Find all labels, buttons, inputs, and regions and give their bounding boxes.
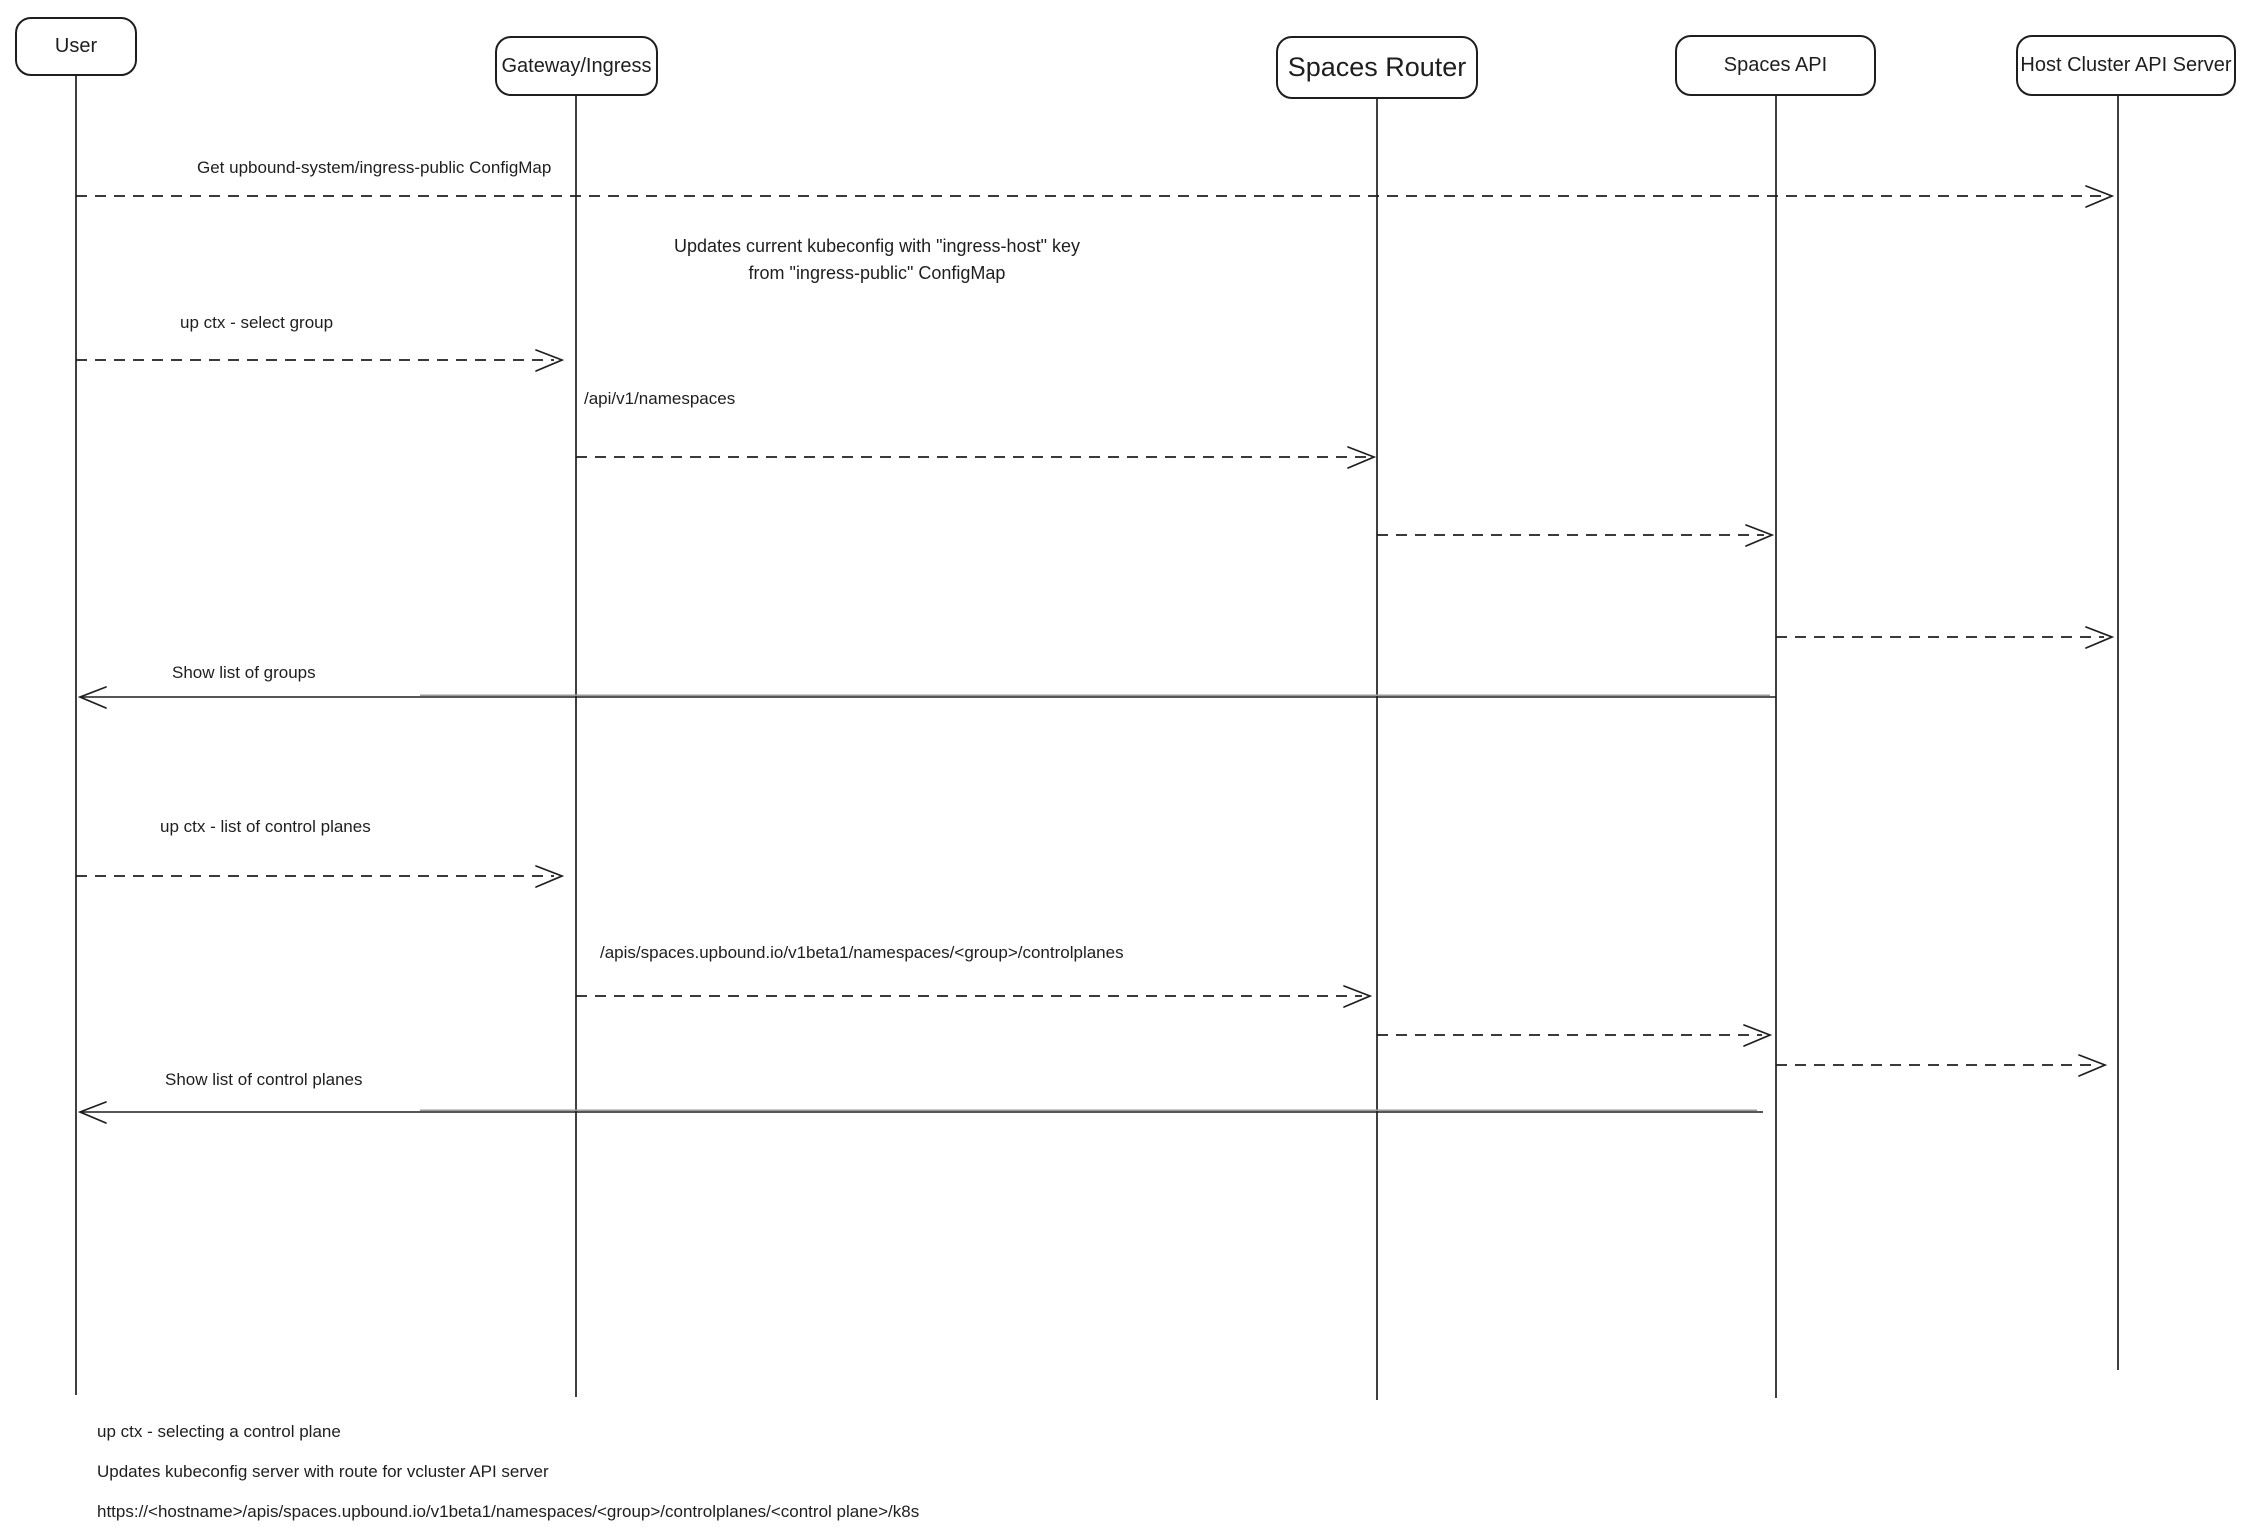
- arrowhead-show-list-of-groups: [77, 686, 107, 709]
- arrowhead-show-list-of-control-planes: [77, 1101, 107, 1124]
- arrowhead-up-ctx-list-of-control-planes: [535, 865, 565, 888]
- arrowhead-router-to-api-groups: [1745, 524, 1775, 547]
- arrowhead-apis-spaces-controlplanes: [1343, 985, 1373, 1008]
- arrowhead-up-ctx-select-group: [535, 349, 565, 372]
- note-line: from "ingress-public" ConfigMap: [748, 263, 1006, 283]
- actor-box-spaces-api: Spaces API: [1675, 35, 1876, 96]
- actor-label-host-cluster-api-server: Host Cluster API Server: [2020, 54, 2232, 76]
- message-label-show-list-of-groups: Show list of groups: [172, 663, 316, 682]
- arrowhead-api-to-host-groups: [2085, 626, 2115, 649]
- footer-note-updates-kubeconfig-route: Updates kubeconfig server with route for…: [97, 1462, 549, 1481]
- message-label-get-ingress-public-configmap: Get upbound-system/ingress-public Config…: [197, 158, 552, 177]
- actor-box-host-cluster-api-server: Host Cluster API Server: [2016, 35, 2236, 96]
- message-label-up-ctx-list-of-control-planes: up ctx - list of control planes: [160, 817, 371, 836]
- actor-box-gateway-ingress: Gateway/Ingress: [495, 36, 658, 96]
- actor-label-user: User: [54, 35, 98, 57]
- actor-label-gateway-ingress: Gateway/Ingress: [501, 54, 652, 77]
- arrowhead-router-to-api-controlplanes: [1743, 1024, 1773, 1047]
- note-line: Updates current kubeconfig with "ingress…: [674, 236, 1080, 256]
- message-label-apis-spaces-controlplanes: /apis/spaces.upbound.io/v1beta1/namespac…: [600, 943, 1124, 962]
- message-label-up-ctx-select-group: up ctx - select group: [180, 313, 334, 332]
- arrowhead-api-to-host-controlplanes: [2078, 1054, 2108, 1077]
- arrowhead-api-v1-namespaces: [1347, 446, 1377, 469]
- message-label-api-v1-namespaces: /api/v1/namespaces: [584, 389, 736, 408]
- actor-box-user: User: [15, 17, 137, 76]
- actor-label-spaces-router: Spaces Router: [1287, 52, 1467, 82]
- footer-note-selecting-control-plane: up ctx - selecting a control plane: [97, 1422, 341, 1441]
- actor-label-spaces-api: Spaces API: [1723, 54, 1828, 76]
- message-label-show-list-of-control-planes: Show list of control planes: [165, 1070, 363, 1089]
- arrowhead-get-ingress-public-configmap: [2085, 185, 2115, 208]
- actor-box-spaces-router: Spaces Router: [1276, 36, 1478, 99]
- footer-note-vcluster-url: https://<hostname>/apis/spaces.upbound.i…: [97, 1502, 920, 1521]
- note-kubeconfig-update: Updates current kubeconfig with "ingress…: [537, 233, 1217, 287]
